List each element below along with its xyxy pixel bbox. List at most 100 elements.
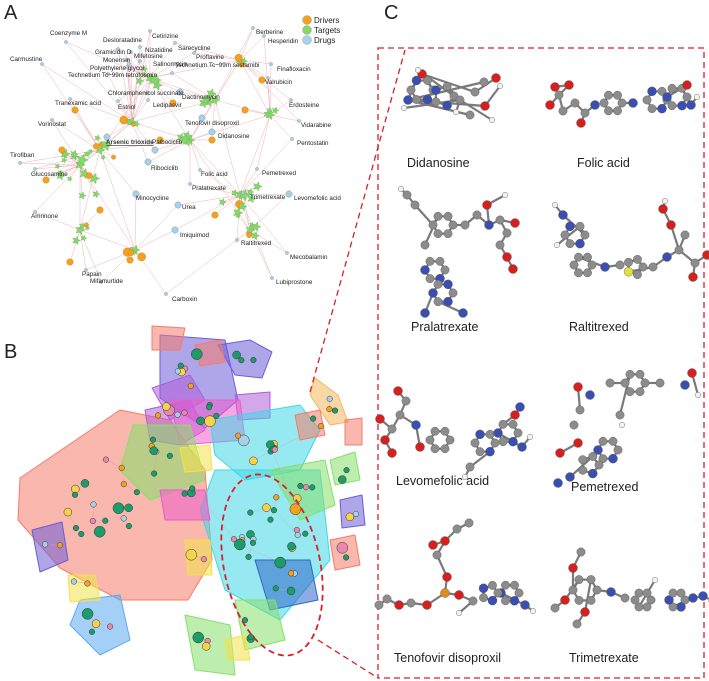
atom	[594, 460, 604, 470]
atom	[422, 600, 432, 610]
atom	[433, 297, 443, 307]
atom	[510, 580, 519, 590]
drug-label: Imiquimod	[180, 232, 210, 239]
network-b-node	[70, 578, 77, 585]
network-a-edge	[131, 60, 141, 123]
panel-b-clusters	[17, 325, 366, 676]
atom	[648, 262, 658, 272]
atom	[440, 536, 450, 546]
molecule-name-tenofovir-disoproxil: Tenofovir disoproxil	[394, 651, 501, 665]
atom	[604, 106, 613, 116]
atom	[560, 230, 570, 240]
network-a-edge	[130, 51, 133, 123]
atom	[513, 428, 523, 438]
cluster-hull	[31, 521, 69, 573]
atom	[565, 472, 575, 482]
target-node	[141, 71, 148, 78]
atom	[618, 422, 625, 429]
network-a-edge	[131, 77, 151, 123]
network-a-edge	[249, 229, 273, 279]
network-b-node	[352, 510, 359, 517]
network-a-nodes	[18, 26, 301, 296]
network-a-edge	[65, 41, 133, 123]
drug-node	[132, 190, 140, 198]
driver-node	[238, 61, 245, 68]
network-a-edge	[269, 99, 292, 116]
atom	[431, 85, 441, 95]
drug-node	[235, 238, 239, 242]
atom	[461, 473, 468, 480]
atom	[501, 596, 510, 606]
target-node	[247, 193, 257, 204]
drug-node	[198, 114, 206, 122]
target-node	[206, 88, 217, 100]
molecule-name-pemetrexed: Pemetrexed	[571, 480, 638, 494]
network-a-edge	[269, 114, 293, 140]
network-b-node	[204, 415, 216, 427]
target-node	[231, 189, 239, 197]
atom	[545, 100, 555, 110]
atom	[558, 106, 568, 116]
target-node	[83, 150, 92, 158]
network-a-edge	[239, 138, 293, 196]
atom	[495, 215, 505, 225]
network-b-node	[235, 432, 242, 439]
drug-label: Carmustine	[10, 56, 43, 63]
target-node	[149, 73, 162, 87]
network-a-edge	[239, 168, 258, 196]
target-node	[135, 76, 145, 86]
atom	[576, 547, 586, 557]
cluster-hulls	[17, 325, 366, 676]
driver-node	[246, 231, 253, 238]
atom	[667, 83, 677, 93]
drug-node	[198, 168, 202, 172]
target-node	[100, 154, 107, 161]
network-b-node	[133, 489, 140, 496]
legend-drug-swatch	[302, 35, 312, 45]
atom	[420, 308, 430, 318]
atom	[488, 580, 497, 590]
drug-label: Tirofiban	[10, 152, 35, 159]
atom	[642, 95, 652, 105]
network-b-node	[247, 633, 254, 640]
driver-node	[66, 258, 74, 266]
target-node	[251, 231, 260, 241]
network-b-node	[149, 446, 159, 455]
atom	[668, 602, 678, 612]
atom	[411, 75, 422, 86]
drug-node	[270, 276, 274, 280]
network-a-edge	[211, 99, 216, 133]
atom	[664, 595, 674, 605]
drug-label: Palbociclib	[152, 139, 183, 146]
network-a-edge	[131, 99, 149, 123]
drug-label: Pemetrexed	[262, 170, 296, 177]
drug-label: Vorinostat	[38, 121, 66, 128]
network-b-node	[118, 464, 125, 471]
atom	[686, 100, 696, 110]
drug-label: Dactinomycin	[182, 94, 220, 101]
atom	[498, 419, 508, 429]
drug-node	[251, 26, 255, 30]
network-b-node	[107, 623, 114, 630]
atom	[387, 424, 397, 434]
drug-node	[116, 99, 120, 103]
atom	[613, 90, 622, 100]
network-b-node	[174, 411, 181, 418]
atom	[487, 595, 498, 606]
atom	[380, 435, 390, 445]
atom	[568, 585, 578, 595]
atom	[587, 260, 597, 270]
drug-label: Coenzyme M	[50, 30, 87, 37]
atom	[667, 101, 677, 111]
atom	[428, 540, 438, 550]
atom	[402, 190, 412, 200]
network-b-node	[155, 412, 162, 419]
drug-node	[50, 118, 54, 122]
network-b-node	[192, 631, 205, 644]
network-a-edge	[117, 77, 151, 102]
network-b-node	[234, 538, 246, 551]
atom	[573, 438, 583, 448]
target-node	[72, 235, 81, 246]
atom	[452, 524, 462, 534]
network-b-node	[272, 585, 279, 592]
